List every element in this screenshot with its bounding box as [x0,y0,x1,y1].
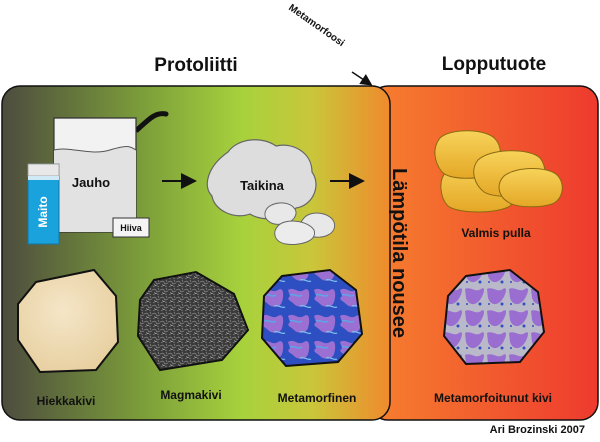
sandstone-rock-icon [17,268,120,374]
dough-label: Taikina [240,178,285,193]
yeast-label: Hiiva [120,223,143,233]
milk-carton-icon [27,163,60,245]
metamorphic-label: Metamorfinen [278,391,357,405]
finished-bun-label: Valmis pulla [461,226,531,240]
metamorphic-rock-icon [260,268,364,368]
igneous-rock-icon [136,270,250,372]
igneous-label: Magmakivi [160,388,221,402]
sandstone-label: Hiekkakivi [37,394,96,408]
author-credit: Ari Brozinski 2007 [490,424,585,436]
bun-icon [434,130,563,213]
milk-label: Maito [36,196,50,227]
flour-label: Jauho [72,175,110,190]
metamorphosis-label: Metamorfoosi [286,2,346,49]
protolith-heading: Protoliitti [154,55,237,76]
metamorphosis-arrow-icon [351,71,373,86]
end-product-heading: Lopputuote [442,54,546,75]
yeast-packet-icon [112,217,150,238]
metamorphosed-rock-icon [442,268,546,366]
metamorphosed-rock-label: Metamorfoitunut kivi [434,391,552,405]
temperature-rises-label: Lämpötila nousee [388,168,410,338]
dough-icon [206,139,336,245]
flour-bag-icon [53,111,169,233]
